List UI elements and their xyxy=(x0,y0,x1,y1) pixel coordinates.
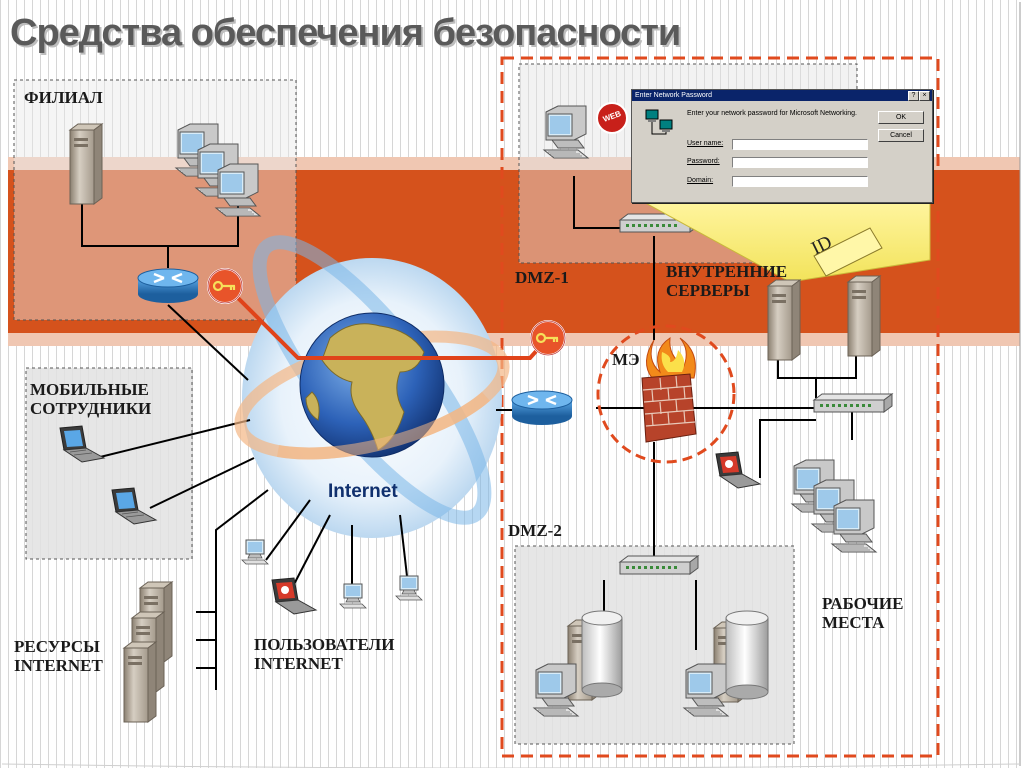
dmz2-server-2 xyxy=(683,610,769,717)
branch-server xyxy=(69,123,103,205)
branch-key-icon xyxy=(206,267,244,305)
resources-label-1: РЕСУРСЫ xyxy=(14,637,100,656)
dialog-cancel-button[interactable]: Cancel xyxy=(878,129,924,142)
internal-servers-label-2: СЕРВЕРЫ xyxy=(666,281,750,300)
network-computers-icon xyxy=(645,109,673,135)
firewall-label: МЭ xyxy=(612,350,640,369)
workstations-label-1: РАБОЧИЕ xyxy=(822,594,904,613)
internet-label: Internet xyxy=(328,481,398,502)
dialog-domain-label: Domain: xyxy=(687,177,714,184)
internet-server-3 xyxy=(123,641,157,723)
users-label-1: ПОЛЬЗОВАТЕЛИ xyxy=(254,635,395,654)
mobile-zone xyxy=(25,367,193,560)
dialog-password-input[interactable] xyxy=(732,157,868,168)
dialog-help-button[interactable]: ? xyxy=(908,91,919,101)
mobile-label-2: СОТРУДНИКИ xyxy=(30,399,152,418)
dialog-domain-input[interactable] xyxy=(732,176,868,187)
dialog-password-label: Password: xyxy=(687,158,720,165)
users-label-2: INTERNET xyxy=(254,654,343,673)
internal-server-1 xyxy=(767,279,801,361)
perimeter-router xyxy=(510,389,574,427)
dialog-ok-button[interactable]: OK xyxy=(878,111,924,124)
internet-user-pc-1 xyxy=(241,539,269,565)
firewall xyxy=(596,324,736,464)
mobile-label-1: МОБИЛЬНЫЕ xyxy=(30,380,149,399)
internet-user-pc-2 xyxy=(339,583,367,609)
dialog-username-input[interactable] xyxy=(732,139,868,150)
internet-user-pc-3 xyxy=(395,575,423,601)
web-badge xyxy=(596,102,628,134)
dialog-title: Enter Network Password xyxy=(632,90,932,101)
dialog-message: Enter your network password for Microsof… xyxy=(687,110,858,117)
resources-label-2: INTERNET xyxy=(14,656,103,675)
dialog-username-label: User name: xyxy=(687,140,724,147)
branch-router xyxy=(136,267,200,305)
dmz2-server-1 xyxy=(533,610,623,717)
workstations-label-2: МЕСТА xyxy=(822,613,885,632)
dmz1-label: DMZ-1 xyxy=(515,268,569,287)
network-password-dialog: Enter Network Password ? × Enter your ne… xyxy=(631,89,933,203)
dmz2-switch xyxy=(619,555,699,575)
internal-switch xyxy=(813,393,893,413)
internal-server-2 xyxy=(847,275,881,357)
slide-edge-bottom xyxy=(1,763,1021,768)
page-title: Средства обеспечения безопасности xyxy=(10,12,681,54)
branch-label: ФИЛИАЛ xyxy=(24,88,103,107)
dialog-close-button[interactable]: × xyxy=(919,91,930,101)
dmz-key-icon xyxy=(529,319,567,357)
globe xyxy=(234,235,510,525)
internal-servers-label-1: ВНУТРЕННИЕ xyxy=(666,262,788,281)
protected-perimeter xyxy=(500,56,940,758)
dmz2-label: DMZ-2 xyxy=(508,521,562,540)
